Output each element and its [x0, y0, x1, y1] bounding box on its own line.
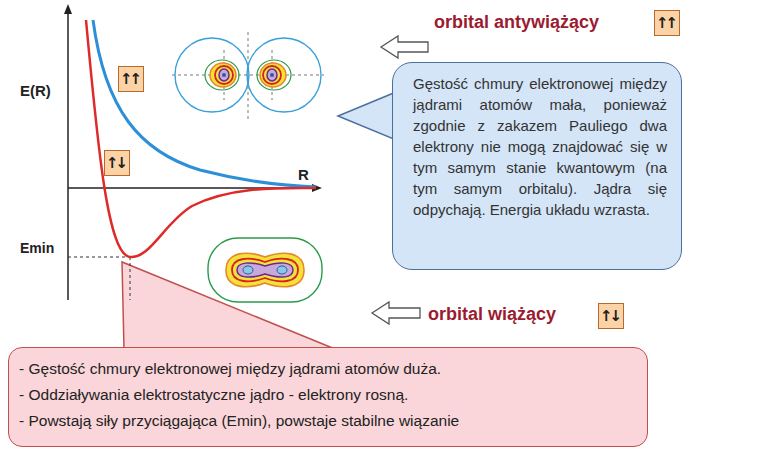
callout-text: Gęstość chmury elektronowej między jądra… [413, 73, 667, 220]
spin-arrows: ↑↑ [120, 70, 139, 88]
axis-label: E(R) [20, 82, 51, 99]
bonding-callout: - Gęstość chmury elektronowej między jąd… [8, 347, 648, 447]
guide-line [68, 257, 130, 258]
guide-line [130, 257, 131, 300]
energy-label: Emin [20, 240, 54, 256]
spin-arrows: ↑↓ [600, 307, 619, 325]
bonding-orbital [208, 238, 322, 302]
pointer-arrow [381, 36, 428, 58]
axis-label: R [298, 166, 309, 183]
spin-arrows: ↑↓ [106, 154, 125, 172]
orbital-title: orbital wiążący [428, 304, 556, 325]
spin-box: ↑↓ [104, 150, 130, 176]
orbital-title: orbital antywiążący [434, 12, 599, 33]
antibonding-orbital [172, 32, 324, 120]
callout-text: - Gęstość chmury elektronowej między jąd… [19, 356, 637, 382]
spin-arrows: ↑↑ [656, 14, 675, 32]
callout-text: - Oddziaływania elektrostatyczne jądro -… [19, 382, 637, 408]
spin-box: ↑↑ [654, 10, 680, 36]
pointer-arrow [372, 302, 420, 324]
callout-text: - Powstają siły przyciągająca (Emin), po… [19, 408, 637, 434]
axis-head [64, 4, 72, 14]
bonding-curve [86, 20, 316, 257]
antibonding-curve [93, 20, 316, 187]
spin-box: ↑↓ [598, 303, 624, 329]
callout-tail [338, 92, 396, 140]
y-axis [67, 8, 69, 300]
spin-box: ↑↑ [118, 66, 144, 92]
antibonding-callout: Gęstość chmury elektronowej między jądra… [392, 62, 682, 270]
